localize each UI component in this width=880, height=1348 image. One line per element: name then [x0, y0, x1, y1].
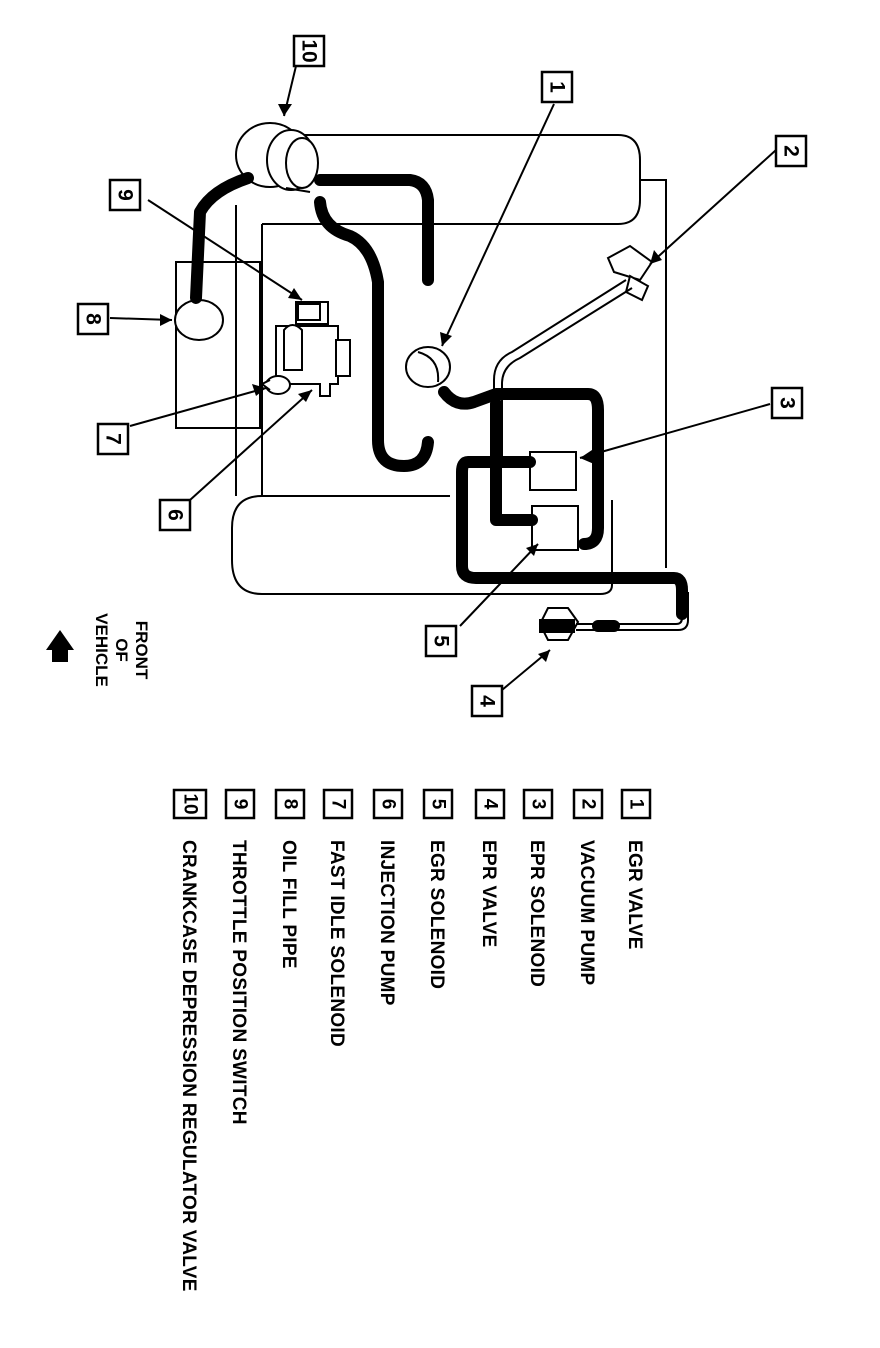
svg-text:1: 1 — [626, 799, 647, 810]
legend-label-10: CRANKCASE DEPRESSION REGULATOR VALVE — [178, 840, 199, 1292]
legend-label-2: VACUUM PUMP — [576, 840, 597, 985]
svg-text:8: 8 — [280, 799, 301, 810]
leader-5 — [459, 543, 539, 627]
legend-label-9: THROTTLE POSITION SWITCH — [228, 840, 249, 1125]
callout-1-number: 1 — [546, 81, 569, 93]
front-of-vehicle-indicator: FRONT OF VEHICLE — [46, 613, 151, 687]
front-label-line-3: VEHICLE — [92, 613, 111, 687]
leader-3 — [579, 403, 771, 459]
legend-item-10: 10 CRANKCASE DEPRESSION REGULATOR VALVE — [172, 788, 208, 1292]
callout-box-10 — [292, 34, 326, 68]
callout-box-1 — [540, 70, 574, 104]
legend-label-7: FAST IDLE SOLENOID — [326, 840, 347, 1047]
leader-2 — [649, 149, 777, 265]
front-label-line-2: OF — [112, 638, 131, 662]
legend-label-1: EGR VALVE — [624, 840, 645, 950]
legend-item-5: 5 EGR SOLENOID — [422, 788, 454, 989]
callout-9-number: 9 — [114, 189, 137, 201]
leader-6 — [189, 389, 313, 501]
epr-solenoid — [529, 451, 577, 491]
callout-3-number: 3 — [776, 397, 799, 409]
legend-item-2: 2 VACUUM PUMP — [572, 788, 604, 985]
legend-item-6: 6 INJECTION PUMP — [372, 788, 404, 1006]
callout-2-number: 2 — [780, 145, 803, 157]
throttle-position-switch — [297, 303, 321, 321]
legend: 1 EGR VALVE 2 VACUUM PUMP 3 EPR SOLENOID… — [172, 788, 652, 1292]
legend-label-5: EGR SOLENOID — [426, 840, 447, 989]
callout-box-7 — [96, 422, 130, 456]
fast-idle-solenoid — [260, 375, 291, 395]
callout-10-number: 10 — [298, 39, 321, 62]
svg-text:10: 10 — [180, 793, 201, 814]
callout-box-8 — [76, 302, 110, 336]
egr-solenoid — [531, 505, 579, 551]
crankcase-depression-regulator-valve — [235, 122, 319, 193]
leader-7 — [129, 387, 267, 427]
vacuum-hoses — [190, 172, 688, 632]
epr-valve — [538, 607, 580, 641]
oil-fill-pipe — [174, 299, 224, 341]
callout-numbers: 10 1 2 3 9 8 7 6 5 4 — [82, 39, 803, 707]
legend-label-8: OIL FILL PIPE — [278, 840, 299, 969]
engine-outline — [175, 134, 667, 595]
svg-text:6: 6 — [378, 799, 399, 810]
callout-6-number: 6 — [164, 509, 187, 521]
callout-box-3 — [770, 386, 804, 420]
front-label-line-1: FRONT — [132, 621, 151, 680]
callout-4-number: 4 — [476, 695, 499, 707]
callout-8-number: 8 — [82, 313, 105, 325]
egr-valve — [405, 346, 451, 388]
callout-7-number: 7 — [102, 433, 125, 445]
callout-box-5 — [424, 624, 458, 658]
leader-9 — [147, 199, 303, 301]
svg-text:5: 5 — [428, 799, 449, 810]
legend-item-4: 4 EPR VALVE — [474, 788, 506, 948]
legend-item-1: 1 EGR VALVE — [620, 788, 652, 950]
callout-box-9 — [108, 178, 142, 212]
vacuum-pump — [606, 244, 654, 302]
callout-box-6 — [158, 498, 192, 532]
legend-item-9: 9 THROTTLE POSITION SWITCH — [224, 788, 256, 1125]
callout-boxes — [76, 34, 808, 718]
svg-text:2: 2 — [578, 799, 599, 810]
callout-arrowheads — [160, 104, 662, 662]
legend-label-4: EPR VALVE — [478, 840, 499, 948]
legend-item-8: 8 OIL FILL PIPE — [274, 788, 306, 969]
callout-5-number: 5 — [430, 635, 453, 647]
svg-text:4: 4 — [480, 799, 501, 810]
svg-text:7: 7 — [328, 799, 349, 810]
legend-item-3: 3 EPR SOLENOID — [522, 788, 554, 987]
legend-label-6: INJECTION PUMP — [376, 840, 397, 1006]
callout-box-4 — [470, 684, 504, 718]
callout-leaders — [109, 65, 777, 691]
leader-1 — [441, 103, 555, 347]
front-arrow-icon — [46, 630, 74, 650]
callout-box-2 — [774, 134, 808, 168]
legend-label-3: EPR SOLENOID — [526, 840, 547, 987]
svg-text:3: 3 — [528, 799, 549, 810]
svg-text:9: 9 — [230, 799, 251, 810]
legend-item-7: 7 FAST IDLE SOLENOID — [322, 788, 354, 1047]
vacuum-pump-line — [493, 279, 689, 631]
